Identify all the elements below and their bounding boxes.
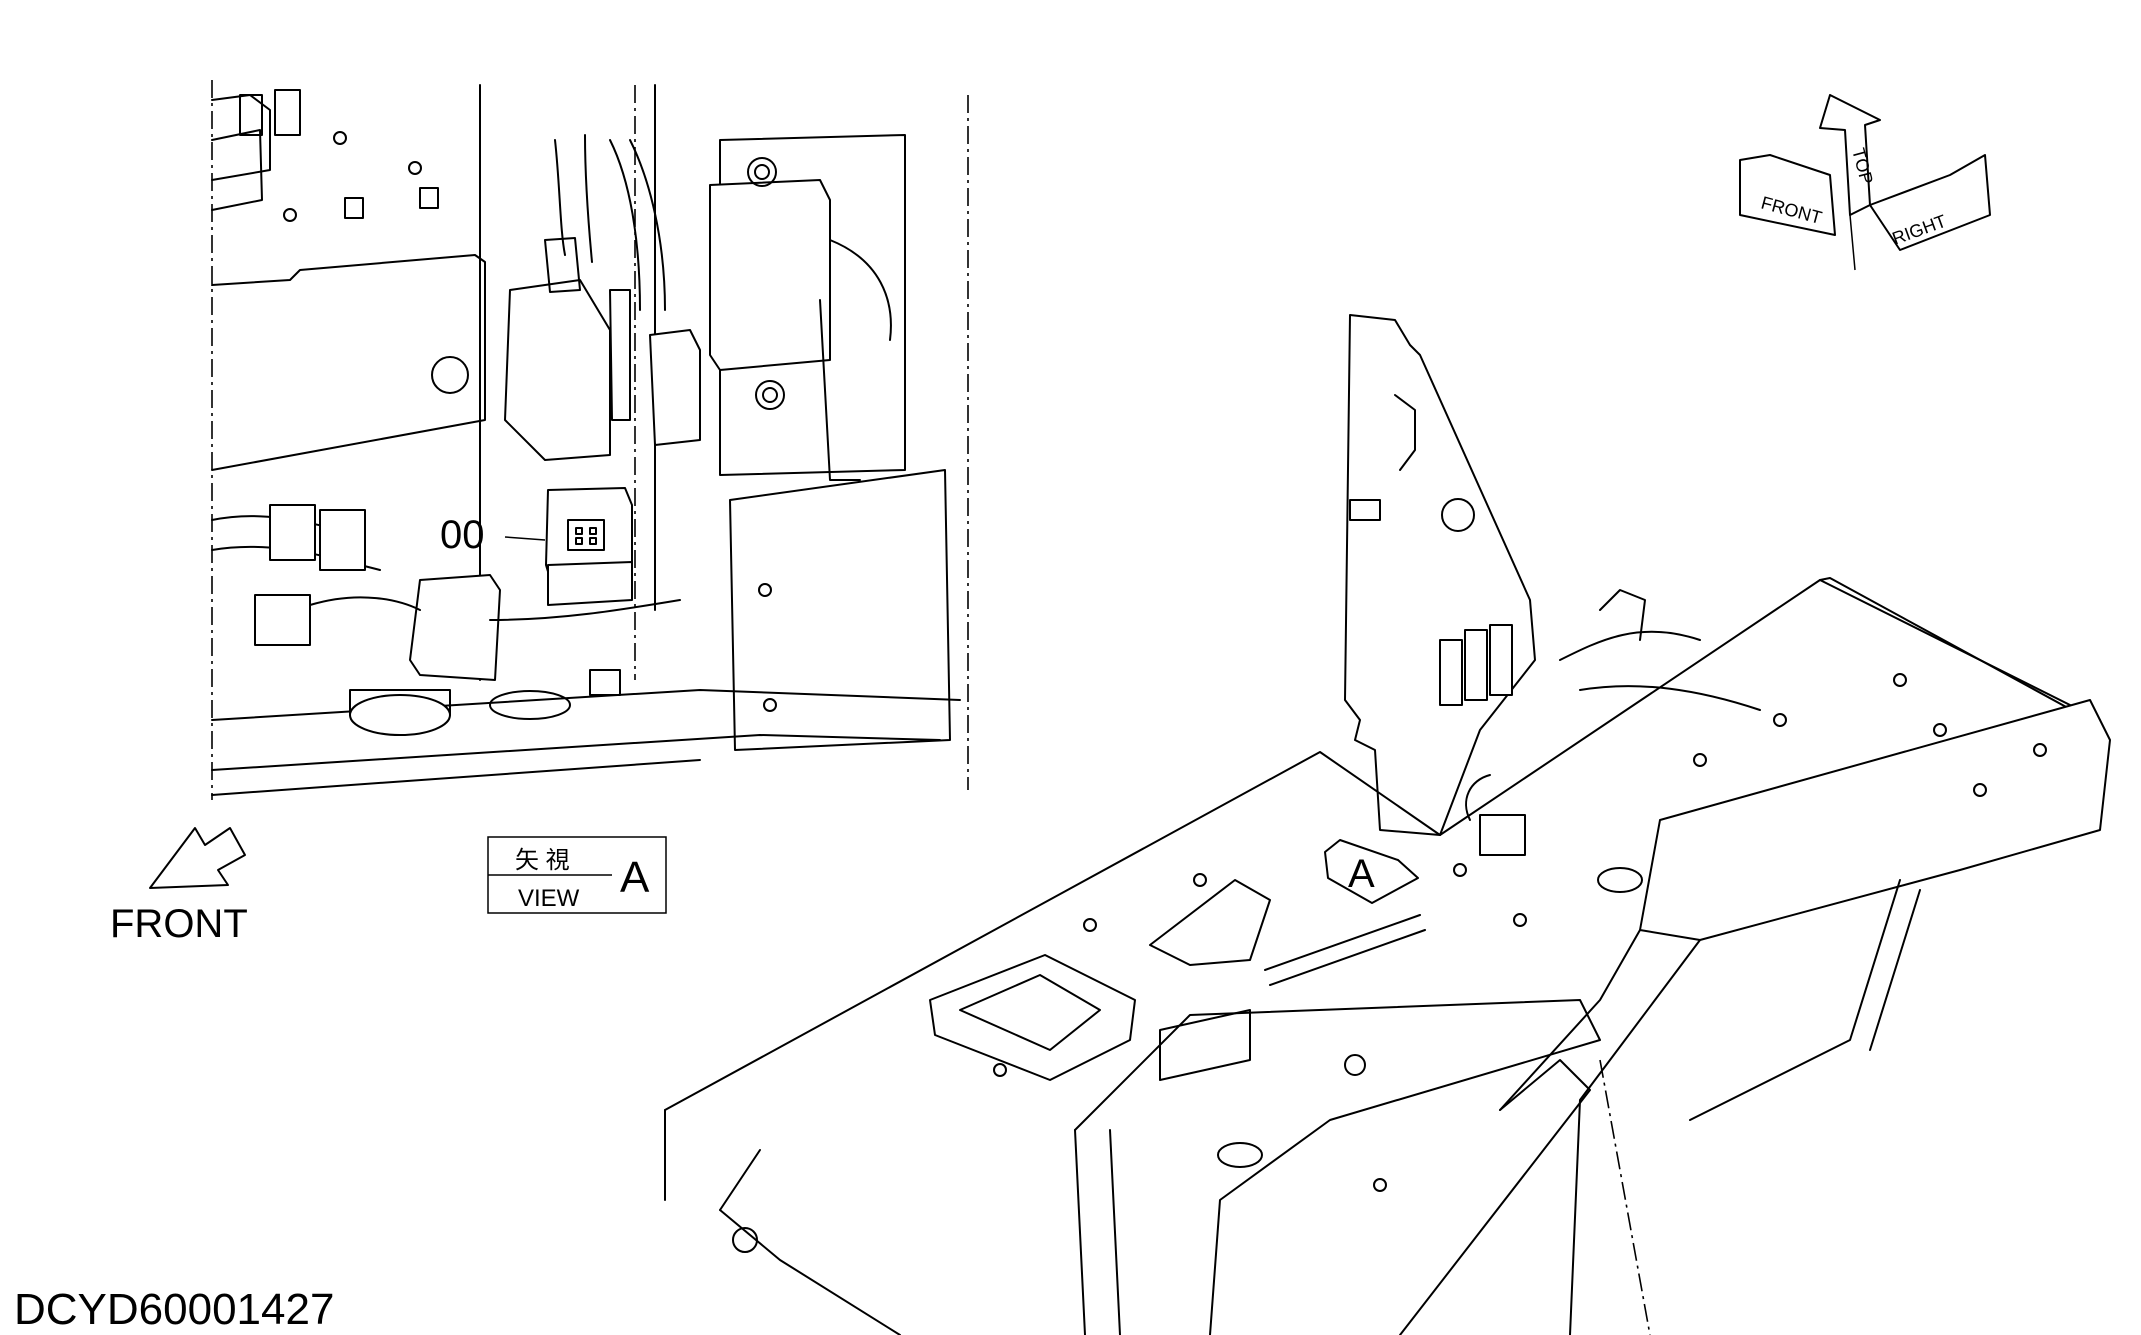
view-a-box: 矢 視 VIEW A bbox=[487, 836, 667, 914]
front-arrow: FRONT bbox=[110, 827, 248, 946]
front-label: FRONT bbox=[110, 902, 248, 946]
part-number-label: 00 bbox=[440, 513, 485, 557]
view-kanji: 矢 視 bbox=[515, 847, 570, 874]
drawing-id: DCYD60001427 bbox=[14, 1285, 334, 1334]
connector-00 bbox=[545, 487, 633, 606]
detail-view-a bbox=[211, 80, 969, 800]
section-letter: A bbox=[1348, 852, 1375, 896]
bolt-holes bbox=[993, 673, 2047, 1192]
section-marker-a: A bbox=[1324, 839, 1419, 904]
orientation-gizmo: TOP FRONT RIGHT bbox=[1739, 94, 1991, 271]
view-text: VIEW bbox=[518, 885, 580, 912]
main-frame-assembly: A bbox=[664, 314, 2111, 1335]
view-letter: A bbox=[620, 853, 650, 902]
